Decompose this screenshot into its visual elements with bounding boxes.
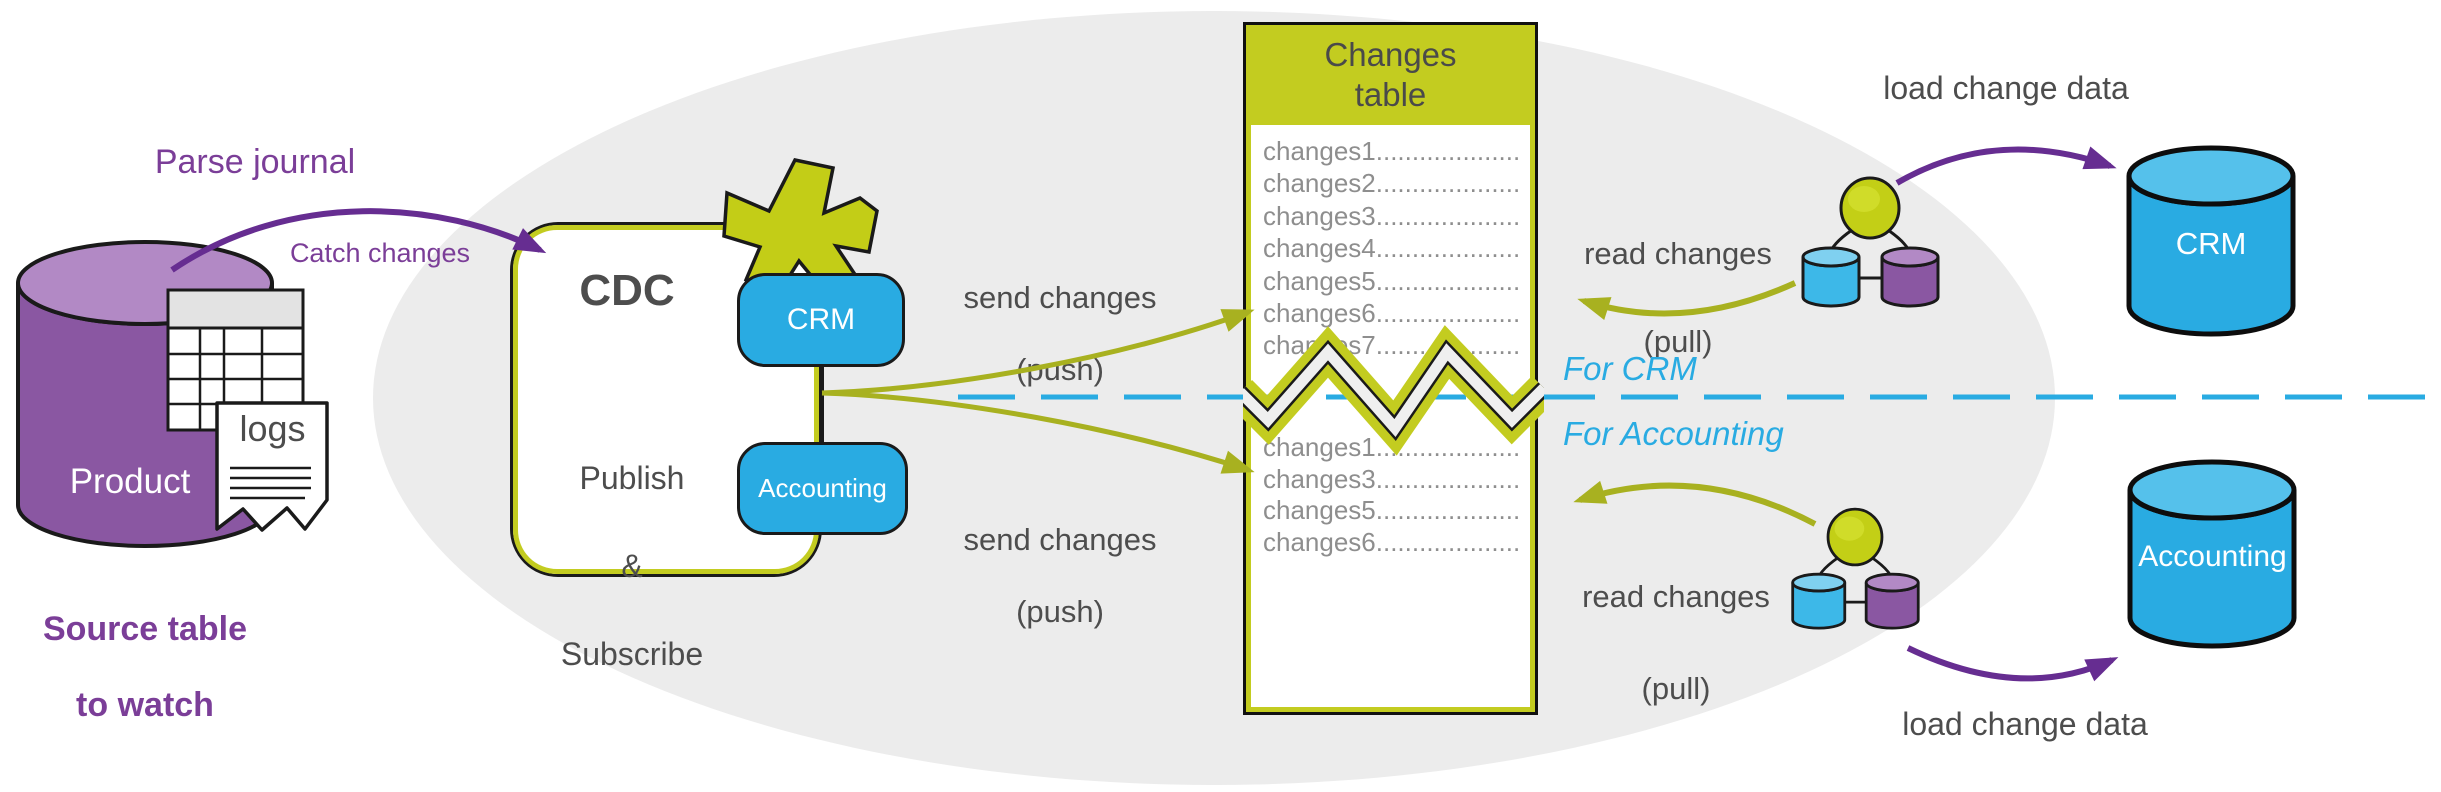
accounting-database-label: Accounting (2138, 540, 2287, 573)
accounting-topic-badge-label: Accounting (758, 473, 887, 503)
changes-table: Changes table changes1..................… (1243, 22, 1544, 715)
send-changes-line2: (push) (1016, 594, 1104, 629)
crm-topic-badge-label: CRM (786, 303, 856, 336)
cdc-subtitle-line1: Publish (579, 460, 685, 496)
accounting-topic-badge: Accounting (737, 442, 908, 535)
source-database-label: Product (69, 462, 191, 501)
parse-journal-label: Parse journal (154, 143, 356, 181)
catch-changes-label: Catch changes (289, 238, 471, 268)
cdc-subtitle-line3: Subscribe (560, 636, 704, 672)
source-caption-line2: to watch (76, 686, 214, 724)
load-change-data-crm-label: load change data (1883, 70, 2129, 106)
cdc-title: CDC (579, 266, 675, 315)
send-changes-line1: send changes (963, 522, 1157, 557)
send-changes-line2: (push) (1016, 352, 1104, 387)
paper-tear-zigzag (1243, 325, 1544, 456)
read-changes-accounting-label: read changes (pull) (1526, 528, 1826, 758)
send-changes-accounting-label: send changes (push) (910, 486, 1210, 666)
read-changes-line1: read changes (1582, 579, 1770, 614)
load-arrow-crm (1895, 146, 2117, 186)
badge-connector-line (819, 360, 824, 445)
crm-database-label: CRM (2175, 226, 2247, 261)
crm-topic-badge: CRM (737, 273, 905, 367)
logs-document-label: logs (239, 408, 306, 449)
cdc-subtitle-line2: & (621, 548, 643, 584)
for-crm-label: For CRM (1563, 350, 1697, 387)
load-arrow-accounting (1906, 645, 2119, 682)
send-changes-line1: send changes (963, 280, 1157, 315)
load-change-data-accounting-label: load change data (1902, 706, 2148, 742)
read-changes-line1: read changes (1584, 236, 1772, 271)
source-caption: Source table to watch (5, 572, 285, 762)
pull-arrow-accounting (1573, 480, 1817, 527)
source-caption-line1: Source table (42, 610, 248, 648)
read-changes-line2: (pull) (1641, 671, 1711, 706)
cdc-subtitle: Publish & Subscribe (512, 412, 752, 720)
for-accounting-label: For Accounting (1563, 415, 1784, 452)
send-changes-crm-label: send changes (push) (910, 244, 1210, 424)
